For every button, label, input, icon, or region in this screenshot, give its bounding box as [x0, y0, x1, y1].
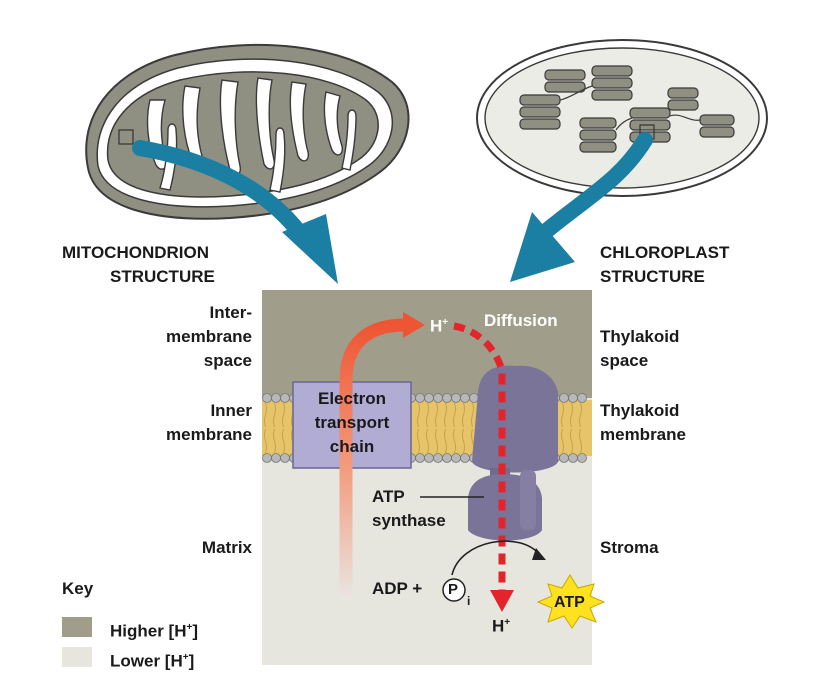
proton-top-label: H+: [430, 316, 449, 336]
proton-diffusion-arrow: [453, 322, 514, 612]
matrix-label: Matrix: [201, 538, 252, 557]
etc-label-2: transport: [314, 413, 390, 432]
chloroplast-illustration: [476, 39, 768, 197]
key-swatch-lower: [62, 647, 92, 667]
inner-membrane-label-2: membrane: [166, 425, 252, 444]
intermembrane-label-3: space: [203, 351, 252, 370]
proton-bottom-label: H+: [492, 616, 511, 636]
mito-title-line-1: MITOCHONDRION: [62, 243, 210, 262]
thylakoid-membrane-label-1: Thylakoid: [600, 401, 680, 420]
proton-pumping-arrow: [339, 312, 425, 600]
phosphate-subscript: i: [467, 594, 471, 608]
reaction-arc: [451, 540, 546, 576]
adp-label: ADP +: [372, 579, 423, 598]
intermembrane-label-1: Inter-: [209, 303, 253, 322]
key-title: Key: [62, 579, 94, 598]
zoom-arrow-right: [510, 132, 653, 282]
key-lower-label: Lower [H+]: [110, 651, 195, 671]
chloro-title-line-2: STRUCTURE: [600, 267, 705, 286]
thylakoid-membrane-label-2: membrane: [600, 425, 686, 444]
chloro-title-line-1: CHLOROPLAST: [600, 243, 730, 262]
atp-starburst: [536, 574, 606, 629]
etc-label-3: chain: [329, 437, 375, 456]
mito-title-line-2: STRUCTURE: [110, 267, 215, 286]
etc-label-1: Electron: [317, 389, 387, 408]
stroma-label: Stroma: [600, 538, 659, 557]
diffusion-label: Diffusion: [484, 311, 558, 330]
zoom-arrow-left: [132, 140, 338, 284]
phosphate-circle: [442, 578, 466, 602]
atp-synthase-label-2: synthase: [372, 511, 446, 530]
atp-product-label: ATP: [554, 594, 585, 611]
inner-membrane-label-1: Inner: [210, 401, 252, 420]
atp-synthase-label-1: ATP: [372, 487, 405, 506]
key-higher-label: Higher [H+]: [110, 621, 199, 641]
intermembrane-label-2: membrane: [166, 327, 252, 346]
key-swatch-higher: [62, 617, 92, 637]
thylakoid-space-label-1: Thylakoid: [600, 327, 680, 346]
phosphate-label: P: [448, 581, 459, 598]
thylakoid-space-label-2: space: [600, 351, 649, 370]
